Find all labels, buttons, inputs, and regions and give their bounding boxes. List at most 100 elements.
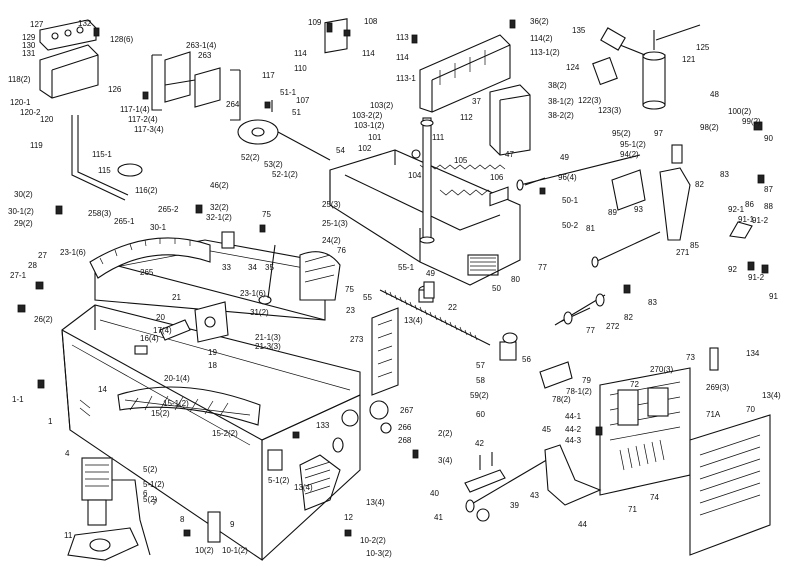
part-label-l75: 75 [262,210,271,219]
part-label-l39: 39 [510,501,519,510]
part-label-l264: 264 [226,100,240,109]
part-label-l103-2: 103(2) [370,101,393,110]
part-label-l58: 58 [476,376,485,385]
part-label-l5-2b: 5(2) [143,495,158,504]
part-label-l270-3: 270(3) [650,365,673,374]
coolant-pump [67,457,151,561]
part-label-l120-1: 120-1 [10,98,31,107]
part-label-l23-1-6: 23-1(6) [60,248,86,257]
panel-273 [371,307,399,396]
part-label-l78-2: 78(2) [552,395,571,404]
part-label-l263: 263 [198,51,212,60]
part-label-l73: 73 [686,353,695,362]
part-label-l71: 71 [628,505,637,514]
part-label-l132: 132 [78,19,92,28]
part-label-l38-1-2: 38-1(2) [548,97,574,106]
part-label-l44-3: 44-3 [565,436,582,445]
part-label-l7: 7 [152,498,157,507]
part-label-l131: 131 [22,49,36,58]
part-label-l90: 90 [764,134,773,143]
part-label-l55-1: 55-1 [398,263,415,272]
part-label-l118-2: 118(2) [8,75,31,84]
part-label-l15-2: 15(2) [151,409,170,418]
part-label-l78-1-2: 78-1(2) [566,387,592,396]
part-label-l110: 110 [294,64,307,73]
part-label-l50-2: 50-2 [562,221,579,230]
part-label-l23-1-6b: 23-1(6) [240,289,266,298]
part-label-l117: 117 [262,71,275,80]
part-label-l50: 50 [492,284,501,293]
part-label-l268: 268 [398,436,412,445]
part-label-l267: 267 [400,406,414,415]
part-label-l33: 33 [222,263,231,272]
part-label-l24-2: 24(2) [322,236,341,245]
part-label-l99-2: 99(2) [742,117,761,126]
part-label-l266: 266 [398,423,412,432]
blade-guard [299,251,341,301]
part-label-l32-2: 32(2) [210,203,229,212]
part-label-l20: 20 [156,313,165,322]
part-label-l15-1-2: 15-1(2) [163,399,189,408]
part-label-l127: 127 [30,20,44,29]
part-label-l70: 70 [746,405,755,414]
part-label-l5-1-2b: 5-1(2) [268,476,290,485]
part-label-l44-1: 44-1 [565,412,582,421]
part-label-l38-2: 38(2) [548,81,567,90]
part-label-l13-4c: 13(4) [294,483,313,492]
part-label-l26-2: 26(2) [34,315,53,324]
part-label-l52-1-2: 52-1(2) [272,170,298,179]
part-label-l13-4b: 13(4) [366,498,385,507]
guard-bracket [151,18,348,121]
part-label-l56: 56 [522,355,531,364]
part-label-l30-2: 30(2) [14,190,33,199]
part-label-l92: 92 [728,265,737,274]
part-label-l31-2: 31(2) [250,308,269,317]
part-label-l128-6: 128(6) [110,35,133,44]
arm-20 [159,301,229,343]
part-label-l124: 124 [566,63,580,72]
part-label-l8: 8 [180,515,185,524]
part-label-l114-2: 114(2) [530,34,553,43]
part-label-l53-2: 53(2) [264,160,283,169]
small-parts [207,149,606,543]
part-label-l103-1-2: 103-1(2) [354,121,385,130]
part-label-l135: 135 [572,26,586,35]
part-label-l82: 82 [695,180,704,189]
part-label-l11: 11 [64,531,73,540]
part-label-l44: 44 [578,520,587,529]
part-label-l30-1-2: 30-1(2) [8,207,34,216]
part-label-l76: 76 [337,246,346,255]
part-label-l38-2-2: 38-2(2) [548,111,574,120]
part-label-l15-2-2: 15-2(2) [212,429,238,438]
part-label-l100-2: 100(2) [728,107,751,116]
part-label-l55: 55 [363,293,372,302]
part-label-l81: 81 [586,224,595,233]
part-label-l6: 6 [143,489,148,498]
part-label-l114: 114 [294,49,307,58]
part-label-l51-1: 51-1 [280,88,297,97]
part-label-l37: 37 [472,97,481,106]
part-label-l71A: 71A [706,410,721,419]
part-label-l106: 106 [490,173,504,182]
part-label-l91-2: 91-2 [752,216,769,225]
part-label-l122-3: 122(3) [578,96,601,105]
handwheel-51 [237,100,331,161]
part-label-l13-4d: 13(4) [762,391,781,400]
part-label-l113-1: 113-1 [396,74,416,83]
part-label-l117-1-4: 117-1(4) [120,105,150,114]
part-label-l35: 35 [265,263,274,272]
part-label-l21: 21 [172,293,181,302]
part-label-l121: 121 [682,55,696,64]
part-label-l74: 74 [650,493,659,502]
part-label-l36-2: 36(2) [530,17,549,26]
part-label-l59-2: 59(2) [470,391,489,400]
part-label-l20-1-4: 20-1(4) [164,374,190,383]
part-label-l93: 93 [634,205,643,214]
part-label-l17-4: 17(4) [153,326,172,335]
part-label-l119: 119 [30,141,43,150]
part-label-l265-1: 265-1 [114,217,135,226]
part-label-l21-1-3: 21-1(3) [255,333,281,342]
part-label-l94-2: 94(2) [620,150,639,159]
part-label-l263-1-4: 263-1(4) [186,41,217,50]
